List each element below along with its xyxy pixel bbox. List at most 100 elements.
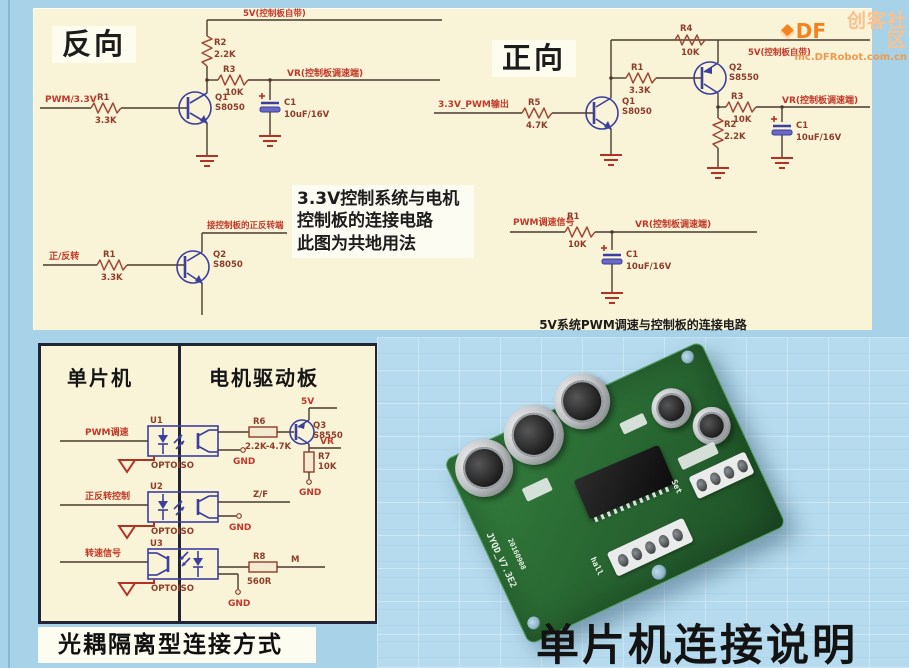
u3-input-label: 转速信号: [85, 547, 121, 559]
c1-value: 10uF/16V: [796, 133, 842, 143]
resistor-r3: R3 10K: [217, 65, 249, 98]
forward-rail-label: 5V(控制板自带): [748, 47, 811, 58]
resistor-r2: R2 2.2K: [201, 35, 236, 67]
opto-row-u2: 正反转控制 U2 OPTOISO Z/F GND: [60, 482, 290, 540]
q1-ref: Q1: [215, 93, 228, 103]
driver-board: JYQD_V7.3E2 20160908 hall Set: [443, 340, 787, 646]
r1-value: 3.3K: [95, 116, 117, 126]
r6-value: 2.2K-4.7K: [245, 442, 291, 452]
silkscreen-set: Set: [669, 478, 684, 496]
u1-type: OPTOISO: [151, 461, 194, 471]
ground-triangle-icon: [117, 525, 137, 540]
column-header-mcu: 单片机: [67, 366, 133, 390]
r2-ref: R2: [214, 38, 227, 48]
dfrobot-logo-icon: [779, 23, 796, 39]
dfrobot-watermark: DF 创客社区 mc.DFRobot.com.cn: [779, 10, 907, 63]
capacitor-c1: C1 10uF/16V: [771, 107, 842, 169]
forward-wires: [434, 39, 870, 118]
ground-icon: [196, 155, 218, 167]
forward-circuit-schematic: R4 10K 5V(控制板自带) R1 3.3K Q2 S8550 Q1 S80…: [434, 24, 870, 179]
u2-type: OPTOISO: [151, 527, 194, 537]
pwm5v-vr-label: VR(控制板调速端): [635, 218, 711, 230]
opto-isolation-box: 单片机 电机驱动板 PWM调速 U1 OPTOISO R: [38, 343, 378, 624]
reverse-title: 反向: [52, 26, 137, 64]
q1-ref: Q1: [622, 97, 635, 107]
bottom-title: 单片机连接说明: [536, 621, 858, 668]
forward-vr-label: VR(控制板调速端): [782, 94, 858, 106]
ground-icon: [707, 167, 729, 179]
r4-ref: R4: [680, 24, 693, 34]
u3-ref: U3: [150, 539, 163, 549]
u2-input-label: 正反转控制: [85, 490, 130, 502]
pcb-photo: JYQD_V7.3E2 20160908 hall Set: [377, 337, 909, 668]
direction-circuit-schematic: 正/反转 R1 3.3K Q2 S8050 接控制板的正反转端: [43, 220, 287, 315]
resistor-r2: R2 2.2K: [707, 117, 746, 179]
r3-ref: R3: [223, 65, 236, 75]
vr-label: VR: [320, 437, 334, 447]
opto-row-u3: 转速信号 U3 OPTOISO R8 560R M: [60, 539, 325, 609]
forward-title: 正向: [492, 40, 577, 78]
r7-gnd-label: GND: [299, 488, 321, 498]
r1-value: 10K: [568, 240, 587, 250]
note-line-1: 3.3V控制系统与电机控制板的连接电路: [297, 189, 460, 232]
opto-row-u1: PWM调速 U1 OPTOISO R6 2.2K-4.7K: [60, 397, 343, 498]
r1-ref: R1: [567, 212, 580, 222]
pwm5v-caption: 5V系统PWM调速与控制板的连接电路: [539, 318, 747, 332]
r5-value: 4.7K: [526, 121, 548, 131]
q3-ref: Q3: [313, 421, 326, 431]
resistor-r8: [248, 561, 278, 573]
q2-ref: Q2: [729, 63, 742, 73]
resistor-r3: R3 10K: [725, 92, 757, 125]
r1-ref: R1: [103, 250, 116, 260]
u1-gnd-label: GND: [233, 457, 255, 467]
transistor-q2: Q2 S8550: [693, 61, 759, 95]
resistor-r7: [303, 451, 315, 473]
note-line-2: 此图为共地用法: [297, 233, 416, 254]
silkscreen-hall: hall: [588, 555, 605, 577]
transistor-q1: Q1 S8050: [585, 96, 652, 130]
pwm5v-circuit-schematic: PWM调速信号 R1 10K VR(控制板调速端) C1 10uF/16V: [510, 212, 757, 304]
resistor-r1: R1 3.3K: [90, 93, 122, 126]
resistor-r6: [248, 426, 278, 438]
u2-out-label: Z/F: [253, 490, 268, 500]
direction-input-label: 正/反转: [49, 250, 79, 262]
direction-rail-label: 接控制板的正反转端: [207, 220, 284, 231]
r4-value: 10K: [681, 48, 700, 58]
r7-value: 10K: [318, 462, 337, 472]
transistor-q1: Q1 S8050: [178, 91, 245, 125]
r7-ref: R7: [318, 452, 331, 462]
r2-value: 2.2K: [724, 132, 746, 142]
watermark-community: 创客社区: [846, 10, 907, 51]
reverse-wires: [40, 19, 442, 109]
watermark-df: DF: [795, 19, 826, 43]
opto-caption: 光耦隔离型连接方式: [38, 627, 316, 663]
watermark-url: mc.DFRobot.com.cn: [794, 52, 907, 63]
c1-ref: C1: [796, 121, 808, 131]
ground-triangle-icon: [117, 459, 137, 474]
column-divider: [178, 346, 181, 621]
c1-ref: C1: [626, 250, 638, 260]
r1-ref: R1: [97, 93, 110, 103]
reverse-vr-label: VR(控制板调速端): [287, 67, 363, 79]
m-label: M: [291, 555, 299, 565]
reverse-circuit-schematic: 5V(控制板自带) R2 2.2K R3 10K VR(控制板调速端) C1 1…: [40, 8, 442, 167]
opto-schematic: PWM调速 U1 OPTOISO R6 2.2K-4.7K: [60, 397, 343, 609]
resistor-r1: R1 3.3K: [96, 250, 128, 283]
r3-value: 10K: [225, 88, 244, 98]
column-header-driver: 电机驱动板: [209, 366, 319, 390]
reverse-input-label: PWM/3.3V: [45, 95, 97, 105]
r6-ref: R6: [253, 417, 266, 427]
transistor-q2: Q2 S8050: [176, 250, 243, 284]
silkscreen-block: [521, 477, 553, 502]
hall-header: [606, 517, 694, 577]
r5-ref: R5: [528, 98, 541, 108]
u1-ref: U1: [150, 416, 163, 426]
u2-gnd-label: GND: [229, 523, 251, 533]
c1-value: 10uF/16V: [284, 110, 330, 120]
u1-input-label: PWM调速: [85, 426, 128, 438]
u3-gnd-label: GND: [228, 599, 250, 609]
resistor-r1: R1 10K: [564, 212, 596, 250]
ground-icon: [601, 292, 623, 304]
q2-value: S8550: [729, 73, 759, 83]
